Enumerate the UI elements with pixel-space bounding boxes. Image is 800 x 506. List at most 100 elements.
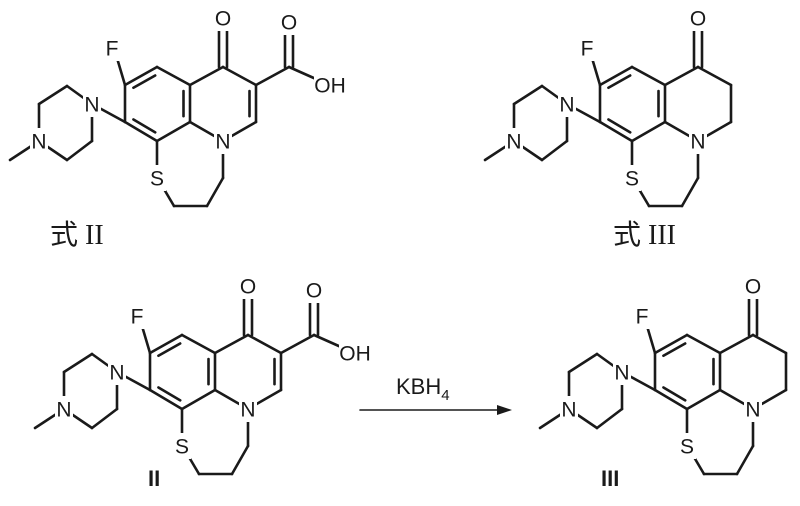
reagent-label: KBH4 (396, 374, 450, 404)
nitrogen-atom-bg (30, 128, 48, 154)
nitrogen-atom: N (215, 131, 230, 154)
piperazine-bond (65, 139, 94, 162)
fluoro-bond (115, 56, 127, 87)
thiazine-bond (230, 444, 250, 476)
sulfur-atom: S (625, 168, 639, 191)
nitrogen-atom: N (84, 94, 99, 117)
nitrogen-atom: N (614, 362, 629, 385)
fluorine-atom-bg (579, 35, 595, 61)
thiazine-bond (205, 176, 225, 208)
oxygen-atom-bg (280, 9, 298, 35)
ring-bond (188, 65, 225, 87)
ring-bond (718, 333, 755, 355)
nitrogen-atom-bg (108, 359, 126, 385)
ring-bond (221, 65, 258, 87)
ring-bond (155, 65, 192, 87)
oxygen-atom: O (281, 12, 297, 35)
ring-bond (598, 65, 634, 87)
sulfur-atom-bg (173, 433, 191, 459)
nitrogen-atom: N (559, 94, 574, 117)
hydroxyl-group-bg (314, 72, 346, 98)
oxygen-atom-bg (689, 5, 707, 31)
piperazine-bond (37, 84, 69, 106)
double-bond-inner (662, 342, 687, 358)
nitrogen-atom-bg (689, 128, 707, 154)
double-bond-inner (132, 74, 157, 90)
ring-bond (180, 388, 217, 411)
double-bond-inner (607, 74, 632, 90)
ring-bond (246, 333, 283, 355)
nitrogen-atom-bg (55, 396, 73, 422)
oxygen-atom-bg (305, 277, 323, 303)
hydroxyl-bond (312, 333, 343, 349)
nitrogen-atom-bg (613, 359, 631, 385)
label-compound-III: III (601, 466, 619, 491)
double-bond-inner (607, 118, 632, 134)
oxygen-atom-bg (239, 273, 257, 299)
oxygen-atom: O (306, 280, 322, 303)
nitrogen-atom: N (561, 399, 576, 422)
piperazine-bond (595, 407, 624, 430)
nitrogen-atom: N (31, 131, 46, 154)
double-bond-inner (157, 342, 182, 358)
ring-bond (180, 333, 217, 355)
ring-bond (630, 120, 667, 143)
hydroxyl-group-bg (339, 340, 371, 366)
hydroxyl-bond (287, 65, 318, 81)
fluorine-atom-bg (104, 35, 120, 61)
oxygen-atom: O (745, 276, 761, 299)
ring-bond (155, 120, 192, 143)
nitrogen-atom-bg (558, 91, 576, 117)
ring-bond (653, 388, 689, 411)
ring-bond (123, 65, 159, 87)
ring-bond (685, 333, 722, 355)
piperazine-bond (90, 407, 119, 430)
piperazine-bond (540, 139, 569, 162)
ring-bond (685, 388, 722, 411)
fluorine-atom: F (131, 306, 144, 329)
fluoro-bond (645, 324, 657, 355)
ring-bond (696, 65, 733, 87)
double-bond-inner (132, 118, 157, 134)
sulfur-atom: S (150, 168, 164, 191)
nitrogen-atom-bg (239, 396, 257, 422)
oxygen-atom: O (240, 276, 256, 299)
reagent-main: KBH (396, 374, 441, 399)
nitrogen-atom: N (690, 131, 705, 154)
ring-bond (653, 333, 689, 355)
oxygen-atom-bg (744, 273, 762, 299)
ring-bond (751, 333, 788, 355)
nitrogen-atom-bg (83, 91, 101, 117)
ring-bond (663, 65, 700, 87)
nitrogen-atom-bg (505, 128, 523, 154)
sulfur-atom-bg (678, 433, 696, 459)
piperazine-bond (512, 84, 544, 106)
nitrogen-atom: N (109, 362, 124, 385)
caption-formula-III: 式 III (613, 219, 676, 251)
nitrogen-atom-bg (744, 396, 762, 422)
nitrogen-atom: N (506, 131, 521, 154)
label-compound-II: II (148, 466, 160, 491)
ring-bond (598, 120, 634, 143)
caption-formula-II: 式 II (50, 219, 104, 251)
thiazine-bond (735, 444, 755, 476)
fluorine-atom-bg (634, 303, 650, 329)
ring-bond (213, 333, 250, 355)
piperazine-bond (62, 352, 94, 374)
oxygen-atom: O (215, 8, 231, 31)
sulfur-atom: S (680, 436, 694, 459)
fluorine-atom: F (636, 306, 649, 329)
sulfur-atom-bg (623, 165, 641, 191)
fluorine-atom-bg (129, 303, 145, 329)
nitrogen-atom: N (56, 399, 71, 422)
reaction-arrow (359, 405, 512, 415)
ring-bond (148, 333, 184, 355)
ring-bond (148, 388, 184, 411)
nitrogen-atom-bg (560, 396, 578, 422)
nitrogen-atom: N (240, 399, 255, 422)
nitrogen-atom-bg (214, 128, 232, 154)
